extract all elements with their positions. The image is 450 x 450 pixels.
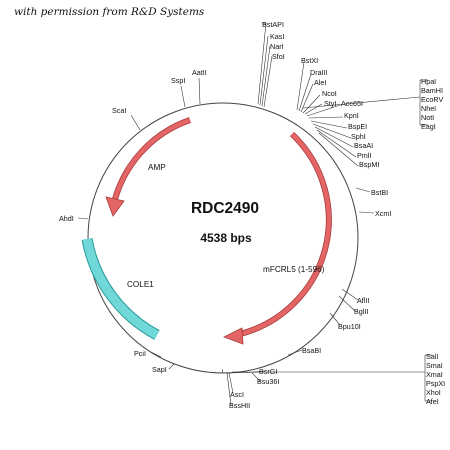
site-label: StyI — [324, 99, 336, 108]
insert-arrow-fill — [239, 132, 332, 337]
site-label: NcoI — [322, 89, 337, 98]
amp-arrow — [111, 117, 191, 204]
site-label: KasI — [270, 32, 284, 41]
site-label: BstBI — [371, 188, 388, 197]
site-label: EagI — [421, 122, 436, 131]
amp-arrowhead — [105, 196, 125, 217]
site-label: BspEI — [348, 122, 367, 131]
amp-arrow-fill — [111, 117, 191, 204]
site-label: SalI — [426, 352, 438, 361]
site-label: BstAPI — [262, 20, 284, 29]
site-label: EcoRV — [421, 95, 443, 104]
site-label: SphI — [351, 132, 366, 141]
insert-arrowhead — [222, 327, 244, 345]
site-label: NotI — [421, 113, 434, 122]
site-label: BsaBI — [302, 346, 321, 355]
site-label: SfoI — [272, 52, 285, 61]
site-label: BsaAI — [354, 141, 373, 150]
site-label: BssHII — [229, 401, 250, 410]
site-label: Bpu10I — [338, 322, 361, 331]
site-label: NarI — [270, 42, 284, 51]
site-label: XmaI — [426, 370, 443, 379]
site-label: AhdI — [59, 214, 74, 223]
site-label: AfeI — [426, 397, 439, 406]
insert-label: mFCRL5 (1-596) — [263, 265, 325, 274]
site-label: ScaI — [112, 106, 126, 115]
cole1-feature-fill — [82, 238, 160, 339]
site-label: KpnI — [344, 111, 359, 120]
site-group-right-bottom: SalI SmaI XmaI PspXI XhoI AfeI — [426, 352, 445, 406]
site-label: PciI — [134, 349, 146, 358]
site-label: AscI — [230, 390, 244, 399]
site-label: XcmI — [375, 209, 391, 218]
site-label: XhoI — [426, 388, 441, 397]
site-label: NheI — [421, 104, 436, 113]
plasmid-name: RDC2490 — [191, 200, 259, 217]
site-label: SapI — [152, 365, 167, 374]
site-label: AleI — [314, 78, 326, 87]
site-ticks — [77, 22, 432, 406]
site-label: DraIII — [310, 68, 328, 77]
site-group-right-top: HpaI BamHI EcoRV NheI NotI EagI — [421, 77, 443, 131]
site-label: BglII — [354, 307, 368, 316]
cole1-label: COLE1 — [127, 280, 154, 289]
site-label: PmlI — [357, 151, 371, 160]
site-label: Bsu36I — [257, 377, 279, 386]
amp-label: AMP — [148, 163, 166, 172]
site-label: SspI — [171, 76, 185, 85]
site-label: AflII — [357, 296, 369, 305]
site-label: Acc65I — [341, 99, 363, 108]
site-label: BsrGI — [259, 367, 277, 376]
site-label: PspXI — [426, 379, 445, 388]
site-label: HpaI — [421, 77, 436, 86]
plasmid-size: 4538 bps — [200, 231, 252, 245]
site-label: BstXI — [301, 56, 318, 65]
site-label: SmaI — [426, 361, 443, 370]
site-group-top: BstAPI KasI NarI SfoI — [262, 20, 285, 61]
site-label: AatII — [192, 68, 207, 77]
permission-note: with permission from R&D Systems — [14, 6, 205, 18]
site-label: BspMI — [359, 160, 379, 169]
site-label: BamHI — [421, 86, 443, 95]
